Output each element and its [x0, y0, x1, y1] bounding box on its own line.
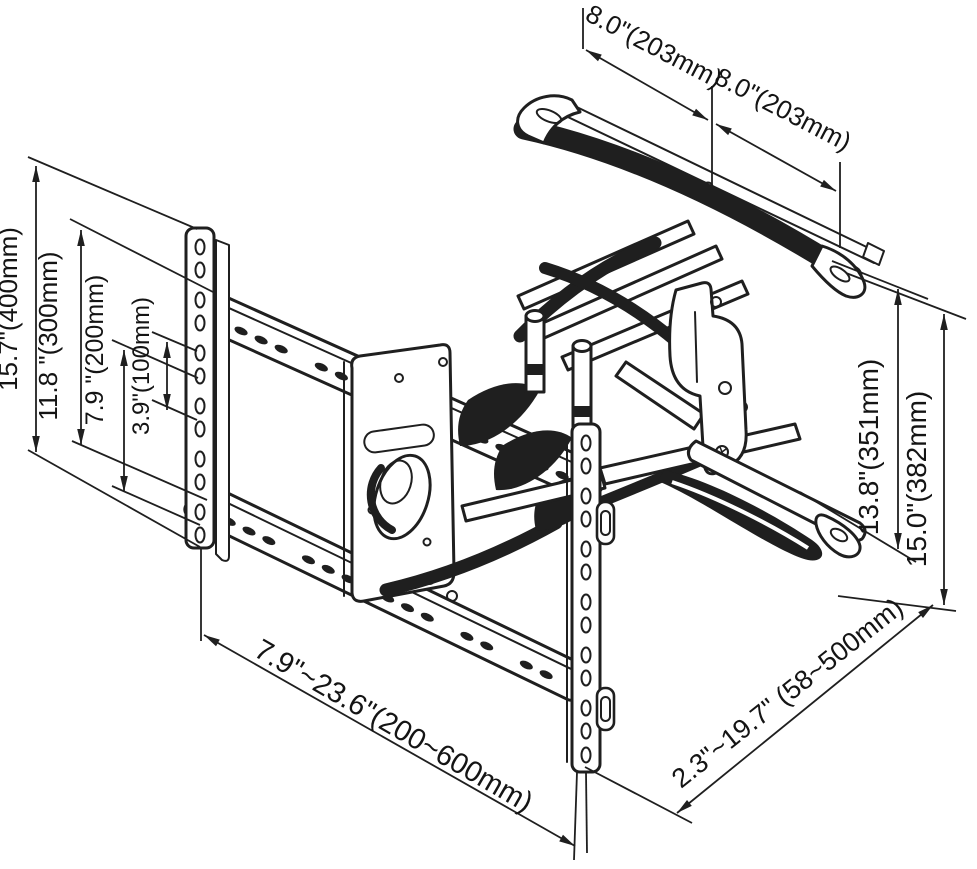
dim-label-top-1: 8.0"(203mm) [581, 0, 727, 94]
dim-vesa-300: 11.8 "(300mm) [33, 218, 214, 501]
lower-far-arm [658, 439, 867, 561]
left-rail-holes [194, 238, 206, 544]
dim-height-382: 15.0"(382mm) [837, 272, 967, 612]
wall-plate-band [513, 118, 863, 287]
dim-label-100: 3.9"(100mm) [128, 297, 155, 435]
right-vesa-rail [566, 422, 616, 774]
dim-vesa-100: 3.9"(100mm) [128, 297, 198, 435]
wall-side-bracket [668, 281, 748, 476]
pivot-pin-front [524, 309, 546, 394]
center-plate [343, 343, 458, 603]
pivot-pin-rear [571, 339, 593, 432]
dim-label-top-2: 8.0"(203mm) [710, 61, 856, 157]
dim-height-351: 13.8"(351mm) [799, 260, 929, 563]
dim-vesa-200: 7.9 "(200mm) [81, 275, 201, 526]
left-vesa-rail [184, 226, 230, 562]
dim-label-351: 13.8"(351mm) [853, 359, 884, 535]
dim-label-200: 7.9 "(200mm) [81, 275, 109, 426]
dim-label-extension: 2.3"~19.7" (58~500mm) [666, 592, 909, 794]
dim-label-382: 15.0"(382mm) [901, 391, 932, 567]
dim-label-300: 11.8 "(300mm) [33, 251, 63, 420]
wall-plate [513, 94, 885, 299]
dim-label-400: 15.7"(400mm) [0, 227, 23, 391]
dim-vesa-400: 15.7"(400mm) [0, 156, 201, 548]
dim-extension-58-500: 2.3"~19.7" (58~500mm) [584, 592, 934, 824]
right-rail-holes [580, 434, 592, 764]
right-rail-tabs [595, 500, 616, 732]
wall-plate-end-hooks [516, 94, 867, 299]
